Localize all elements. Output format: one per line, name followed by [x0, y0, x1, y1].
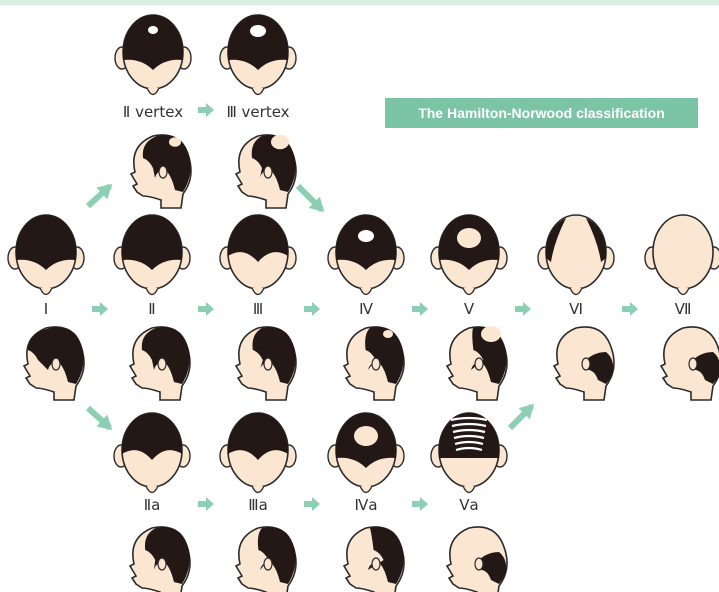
label-stage-iia: Ⅱa — [143, 496, 161, 514]
arrow-iiv-to-iiiv — [198, 103, 214, 117]
side-head-stage-vii — [659, 326, 719, 401]
label-stage-iiia: Ⅲa — [248, 496, 268, 514]
arrow-i-to-ii-vertex — [85, 183, 113, 209]
side-head-iii-vertex — [234, 134, 297, 209]
arrow-main-ii-to-iii — [198, 302, 214, 316]
top-head-stage-iia — [113, 412, 191, 494]
label-ii-vertex: Ⅱ vertex — [122, 103, 184, 121]
arrow-main-i-to-ii — [92, 302, 108, 316]
top-head-stage-iva — [327, 412, 405, 494]
side-head-ii-vertex — [129, 134, 192, 209]
top-border — [0, 0, 719, 5]
top-head-iii-vertex — [219, 14, 297, 96]
label-stage-i: Ⅰ — [43, 300, 49, 318]
side-head-stage-iiia — [234, 526, 297, 592]
side-head-stage-iv — [342, 326, 405, 401]
arrow-iii-vertex-to-iv — [295, 183, 325, 213]
side-head-stage-v — [445, 326, 508, 401]
arrow-a-iiia-to-iva — [304, 497, 320, 511]
arrow-main-iii-to-iv — [304, 302, 320, 316]
top-head-stage-va — [430, 412, 508, 494]
top-head-ii-vertex — [114, 14, 192, 96]
arrow-va-to-vi — [507, 403, 535, 431]
side-head-stage-ii — [128, 326, 191, 401]
arrow-main-vi-to-vii — [622, 302, 638, 316]
top-head-stage-iii — [219, 214, 297, 296]
label-stage-v: Ⅴ — [463, 300, 475, 318]
side-head-stage-i — [22, 326, 85, 401]
diagram-title: The Hamilton-Norwood classification — [385, 98, 698, 128]
top-head-stage-iiia — [219, 412, 297, 494]
top-head-stage-ii — [113, 214, 191, 296]
label-stage-vii: Ⅶ — [674, 300, 692, 318]
top-head-stage-v — [430, 214, 508, 296]
side-head-stage-iia — [128, 526, 191, 592]
side-head-stage-vi — [552, 326, 615, 401]
top-head-stage-vi — [537, 214, 615, 296]
label-stage-iva: Ⅳa — [354, 496, 378, 514]
label-stage-ii: Ⅱ — [148, 300, 156, 318]
top-head-stage-vii — [644, 214, 719, 296]
label-stage-iii: Ⅲ — [252, 300, 264, 318]
arrow-a-iva-to-va — [412, 497, 428, 511]
side-head-stage-va — [445, 526, 508, 592]
arrow-main-iv-to-v — [412, 302, 428, 316]
top-head-stage-iv — [327, 214, 405, 296]
label-stage-iv: Ⅳ — [359, 300, 373, 318]
side-head-stage-iva — [342, 526, 405, 592]
label-stage-vi: Ⅵ — [569, 300, 583, 318]
arrow-main-v-to-vi — [515, 302, 531, 316]
arrow-i-to-iia — [85, 405, 113, 431]
top-head-stage-i — [7, 214, 85, 296]
side-head-stage-iii — [234, 326, 297, 401]
label-stage-va: Ⅴa — [459, 496, 479, 514]
label-iii-vertex: Ⅲ vertex — [226, 103, 290, 121]
arrow-a-iia-to-iiia — [198, 497, 214, 511]
